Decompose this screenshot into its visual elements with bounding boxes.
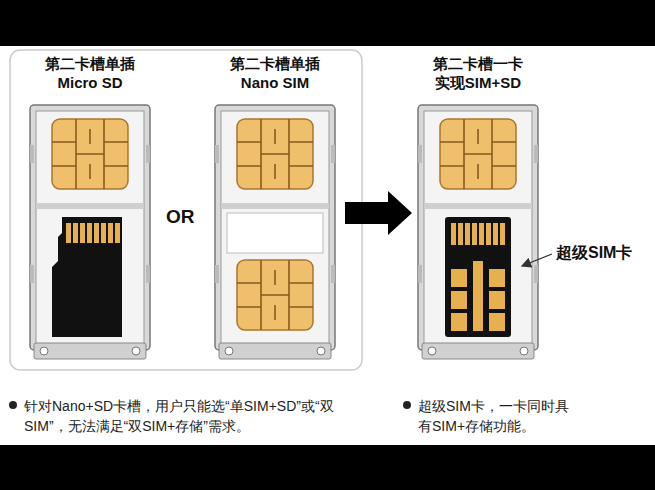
bullet (403, 401, 411, 409)
slot-heading: 第二卡槽单插 Nano SIM (219, 54, 331, 92)
note-text: 针对Nano+SD卡槽，用户只能选“单SIM+SD”或“双SIM”，无法满足“双… (24, 396, 336, 437)
option-panel (10, 50, 362, 370)
bottom-bar (0, 445, 655, 490)
tray-node: 第二卡槽一卡 实现SIM+SD (418, 54, 538, 360)
top-bar (0, 0, 655, 46)
tray-node: 第二卡槽单插 Micro SD (30, 54, 150, 360)
or-label: OR (166, 203, 206, 231)
slot-heading: 第二卡槽单插 Micro SD (34, 54, 146, 92)
tray-super-sim (418, 105, 538, 359)
callout-label: 超级SIM卡 (556, 241, 648, 264)
slot-heading: 第二卡槽一卡 实现SIM+SD (422, 54, 534, 92)
tray-node: 第二卡槽单插 Nano SIM (215, 54, 335, 360)
block-arrow (345, 191, 412, 235)
leader-line (522, 254, 552, 266)
bullet (9, 401, 17, 409)
tray-dual-sim (215, 105, 335, 359)
note-text: 超级SIM卡，一卡同时具有SIM+存储功能。 (418, 396, 580, 437)
tray-sd (30, 105, 150, 359)
